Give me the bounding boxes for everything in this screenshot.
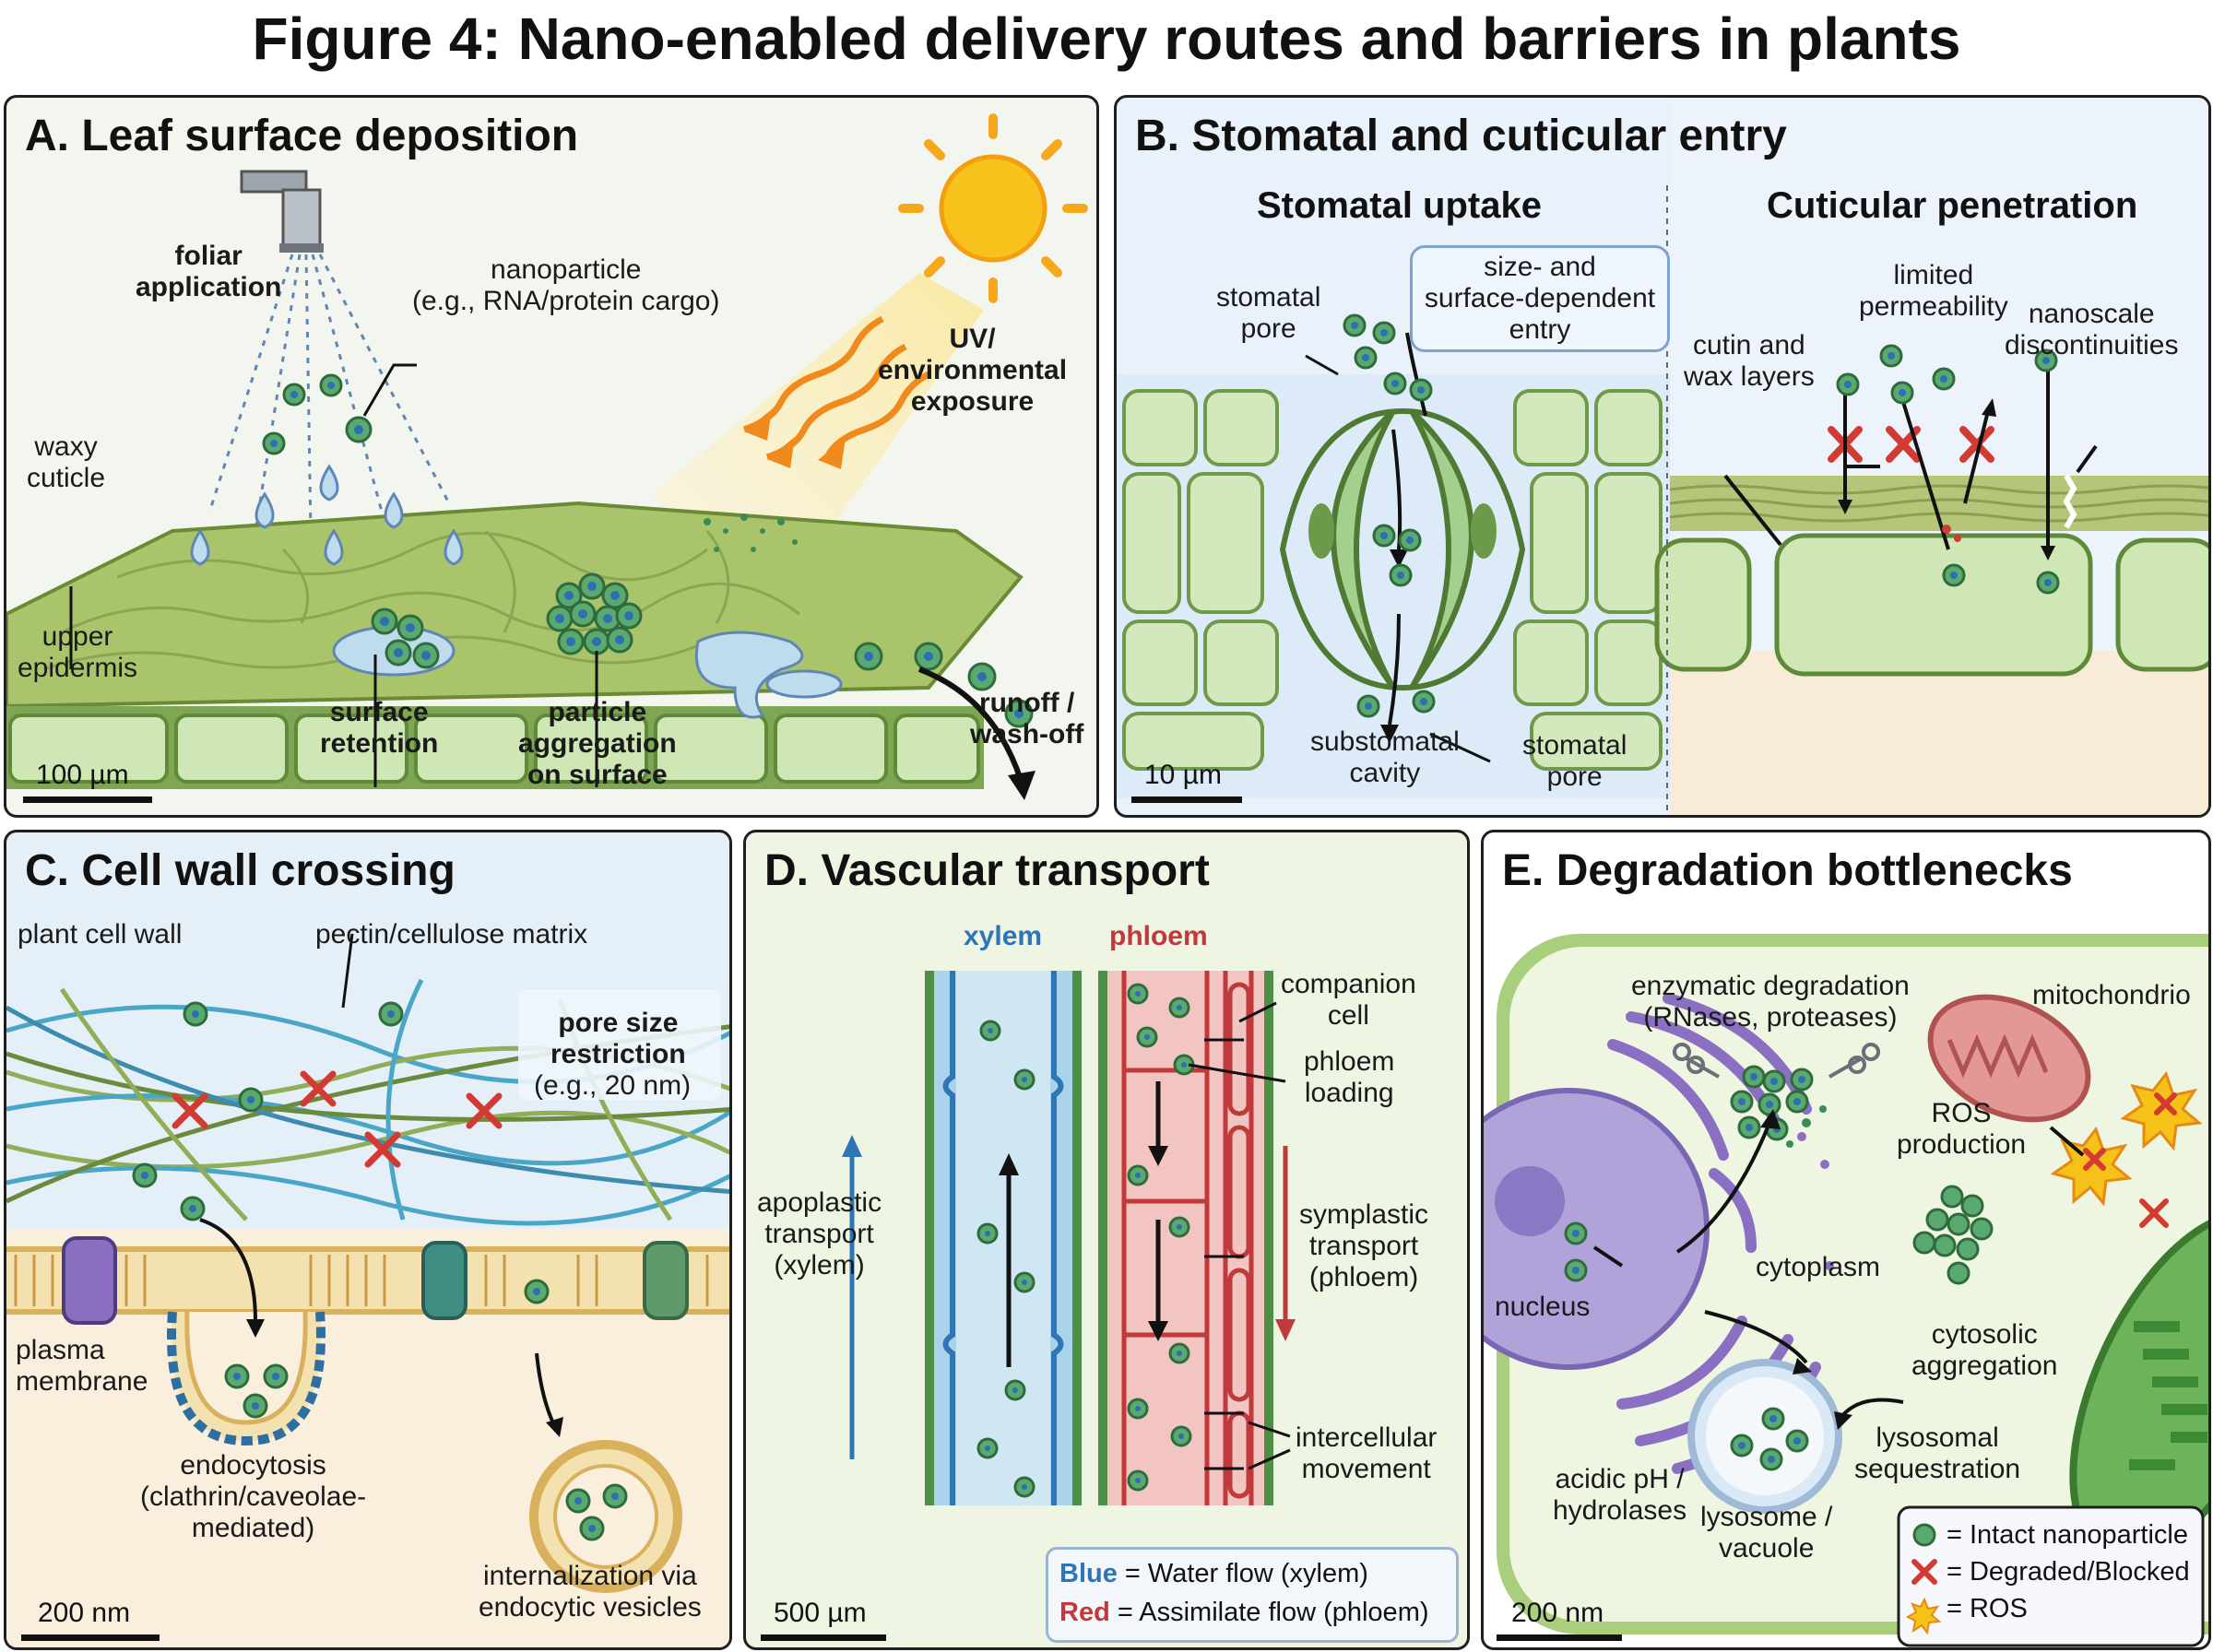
- endocytosis-label: endocytosis(clathrin/caveolae-mediated): [140, 1450, 367, 1543]
- runoff-label: runoff /wash-off: [970, 688, 1084, 749]
- panel-e-illustration: [1484, 934, 2208, 1647]
- panel-c-scale-label: 200 nm: [38, 1598, 131, 1628]
- membrane-proteins: [62, 1236, 689, 1325]
- xylem-vessel: [956, 971, 1050, 1505]
- panel-c-scale-bar: [21, 1634, 160, 1641]
- plant-cell-wall-label: plant cell wall: [18, 919, 183, 950]
- mesophyll-cells-left: [1122, 389, 1663, 771]
- panel-a-title: A. Leaf surface deposition: [25, 112, 579, 160]
- legend-ros-text: = ROS: [1947, 1594, 2028, 1623]
- spray-nozzle-icon: [240, 170, 324, 253]
- guard-cells: [1279, 408, 1526, 690]
- panel-d-illustration: [842, 971, 1296, 1505]
- panel-a-scale-bar: [23, 796, 152, 803]
- enzymatic-label: enzymatic degradation(RNases, proteases): [1631, 971, 1910, 1032]
- nanoparticles-b: [1343, 313, 2060, 718]
- sun-icon: [898, 113, 1088, 303]
- panel-e-scale-label: 200 nm: [1511, 1598, 1604, 1628]
- legend-blocked-icon: [1911, 1559, 1937, 1585]
- lysosome-label: lysosome /vacuole: [1700, 1502, 1833, 1564]
- pore-size-example-label: (e.g., 20 nm): [534, 1070, 692, 1101]
- runoff-arrow: [917, 667, 1024, 781]
- panel-d: D. Vascular transport xylem phloem compa…: [743, 830, 1470, 1650]
- plasma-membrane: [6, 1246, 729, 1315]
- panel-d-title: D. Vascular transport: [764, 846, 1210, 895]
- stomatal-uptake-heading: Stomatal uptake: [1257, 185, 1542, 226]
- panel-c: C. Cell wall crossing plant cell wall pe…: [4, 830, 732, 1650]
- legend-red-row: Red = Assimilate flow (phloem): [1059, 1598, 1429, 1628]
- panel-b-scale-label: 10 µm: [1144, 760, 1222, 790]
- mitochondrion: [1927, 994, 2091, 1123]
- panel-d-scale-bar: [761, 1634, 886, 1641]
- mitochondrion-label: mitochondrio: [2032, 980, 2191, 1010]
- legend-particle-icon: [1912, 1523, 1936, 1547]
- panel-e-legend-box: [1897, 1505, 2205, 1647]
- legend-red-word: Red: [1059, 1598, 1110, 1627]
- cytoplasm-label: cytoplasm: [1756, 1252, 1881, 1282]
- nanoparticle-label: nanoparticle(e.g., RNA/protein cargo): [412, 254, 720, 316]
- panel-e-scale-bar: [1497, 1634, 1622, 1641]
- legend-red-text: = Assimilate flow (phloem): [1109, 1598, 1429, 1627]
- panel-d-legend: Blue = Water flow (xylem) Red = Assimila…: [1046, 1547, 1459, 1643]
- panel-b-illustration: [1117, 98, 2208, 815]
- panel-d-scale-label: 500 µm: [774, 1598, 867, 1628]
- legend-blue-word: Blue: [1059, 1559, 1118, 1588]
- panel-a-illustration: [6, 113, 1088, 800]
- panel-e-title: E. Degradation bottlenecks: [1502, 846, 2073, 895]
- panel-c-illustration: [6, 933, 729, 1647]
- xylem-label: xylem: [964, 921, 1043, 951]
- panel-b-title: B. Stomatal and cuticular entry: [1135, 112, 1787, 160]
- legend-degraded-text: = Degraded/Blocked: [1947, 1557, 2190, 1587]
- nucleus-label: nucleus: [1495, 1292, 1591, 1322]
- legend-blue-text: = Water flow (xylem): [1117, 1559, 1368, 1588]
- epidermis-cells-right: [1654, 533, 2208, 677]
- uv-wave-arrows: [742, 315, 930, 461]
- phloem-tube: [1107, 971, 1264, 1505]
- epidermis-cells: [8, 714, 980, 784]
- panel-c-title: C. Cell wall crossing: [25, 846, 456, 895]
- legend-blue-row: Blue = Water flow (xylem): [1059, 1559, 1368, 1589]
- blocked-x-marks-c: [172, 1070, 503, 1168]
- cuticular-penetration-heading: Cuticular penetration: [1767, 185, 2138, 226]
- pectin-matrix-label: pectin/cellulose matrix: [315, 919, 588, 950]
- phloem-label: phloem: [1109, 921, 1208, 951]
- acidic-ph-label: acidic pH /hydrolases: [1553, 1464, 1687, 1526]
- legend-intact-text: = Intact nanoparticle: [1947, 1520, 2188, 1550]
- panel-b-scale-bar: [1131, 796, 1242, 803]
- panel-e: E. Degradation bottlenecks enzymatic deg…: [1481, 830, 2211, 1650]
- legend-ros-icon: [1905, 1597, 1942, 1635]
- figure-title: Figure 4: Nano-enabled delivery routes a…: [252, 6, 1961, 72]
- scissors-icon: [1673, 1043, 1880, 1079]
- panel-a-scale-label: 100 µm: [36, 760, 129, 790]
- panel-b: B. Stomatal and cuticular entry Stomatal…: [1114, 95, 2211, 818]
